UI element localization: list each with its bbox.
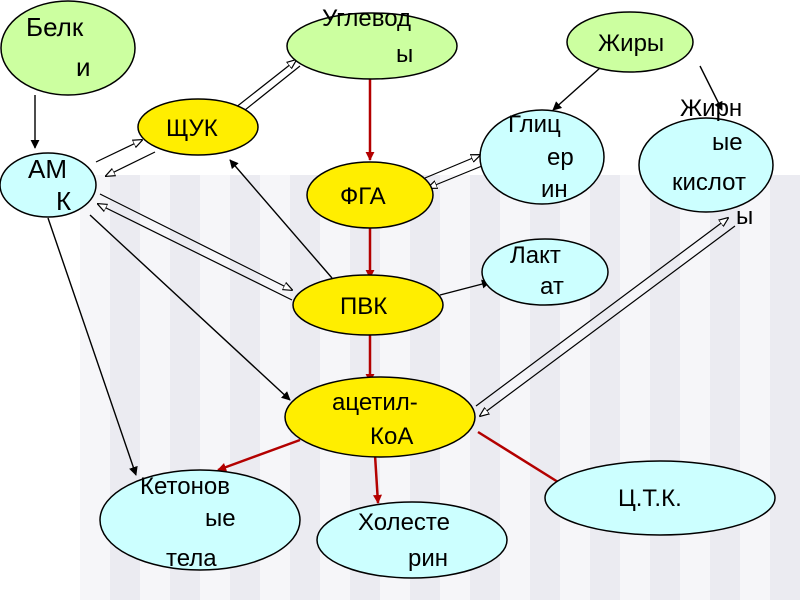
node-laktat: Лакт ат	[481, 238, 609, 306]
node-shchuk-line-1: ЩУК	[166, 115, 218, 142]
node-holesterin-line-1: Холесте	[358, 509, 450, 536]
edge-amk-pvk	[98, 193, 292, 301]
node-belki-line-1: Белк	[26, 12, 84, 42]
node-laktat-line-1: Лакт	[510, 242, 561, 269]
node-pvk: ПВК	[292, 274, 444, 336]
node-zhirnye-line-3: кислот	[672, 169, 746, 196]
node-belki-line-2: и	[76, 52, 91, 82]
node-uglevody-line-1: Углевод	[322, 5, 411, 32]
node-belki: Белк и	[0, 0, 136, 96]
node-amk-line-1: АМ	[28, 154, 67, 184]
node-laktat-line-2: ат	[540, 273, 564, 300]
node-uglevody: Углевод ы	[286, 5, 458, 80]
node-zhiry: Жиры	[566, 11, 694, 73]
node-zhirnye-line-2: ые	[712, 129, 743, 156]
node-zhirnye: Жирн ые кислот ы	[638, 95, 774, 230]
node-glicerin: Глиц ер ин	[479, 109, 605, 205]
node-zhiry-line-1: Жиры	[598, 30, 664, 57]
node-ketonovye-line-2: ые	[205, 505, 236, 532]
node-glicerin-line-2: ер	[547, 144, 574, 171]
edge-amk-shchuk	[95, 140, 156, 176]
nodes: Белк и Углевод ы Жиры ЩУК АМ К ФГА	[0, 0, 776, 579]
node-ketonovye-line-1: Кетонов	[140, 473, 230, 500]
node-fga-line-1: ФГА	[340, 183, 386, 210]
edge-pvk-laktat	[439, 279, 491, 296]
node-zhirnye-line-1: Жирн	[680, 95, 742, 122]
node-uglevody-line-2: ы	[396, 41, 413, 68]
node-ctk-line-1: Ц.Т.К.	[618, 485, 682, 512]
node-acetil: ацетил- КоА	[284, 376, 476, 458]
edge-amk-ketonovye	[47, 217, 138, 476]
edge-zhiry-zhirnye	[699, 65, 723, 111]
node-acetil-line-1: ацетил-	[332, 389, 418, 416]
edge-acetil-ctk	[477, 430, 567, 489]
edge-amk-acetil	[89, 214, 291, 401]
node-acetil-line-2: КоА	[370, 423, 413, 450]
node-pvk-line-1: ПВК	[340, 293, 387, 320]
edge-shchuk-uglevody	[234, 60, 301, 115]
edge-zhirnye-acetil	[475, 218, 736, 416]
node-amk: АМ К	[0, 152, 97, 218]
node-shchuk: ЩУК	[137, 98, 259, 156]
node-ketonovye-line-3: тела	[166, 545, 217, 572]
edge-zhiry-glicerin	[552, 67, 601, 111]
edge-pvk-shchuk	[229, 159, 333, 279]
edge-glicerin-fga	[424, 155, 482, 188]
edge-acetil-ketonovye	[217, 438, 301, 472]
node-glicerin-line-1: Глиц	[508, 111, 561, 138]
node-holesterin: Холесте рин	[316, 501, 508, 579]
node-holesterin-line-2: рин	[408, 545, 448, 572]
node-zhirnye-line-4: ы	[736, 203, 753, 230]
node-amk-line-2: К	[56, 186, 71, 216]
edges	[30, 60, 736, 504]
node-ctk: Ц.Т.К.	[544, 460, 776, 536]
edge-acetil-holesterin	[373, 454, 382, 504]
node-ketonovye: Кетонов ые тела	[99, 469, 301, 572]
node-fga: ФГА	[306, 161, 434, 229]
node-glicerin-line-3: ин	[541, 176, 568, 203]
